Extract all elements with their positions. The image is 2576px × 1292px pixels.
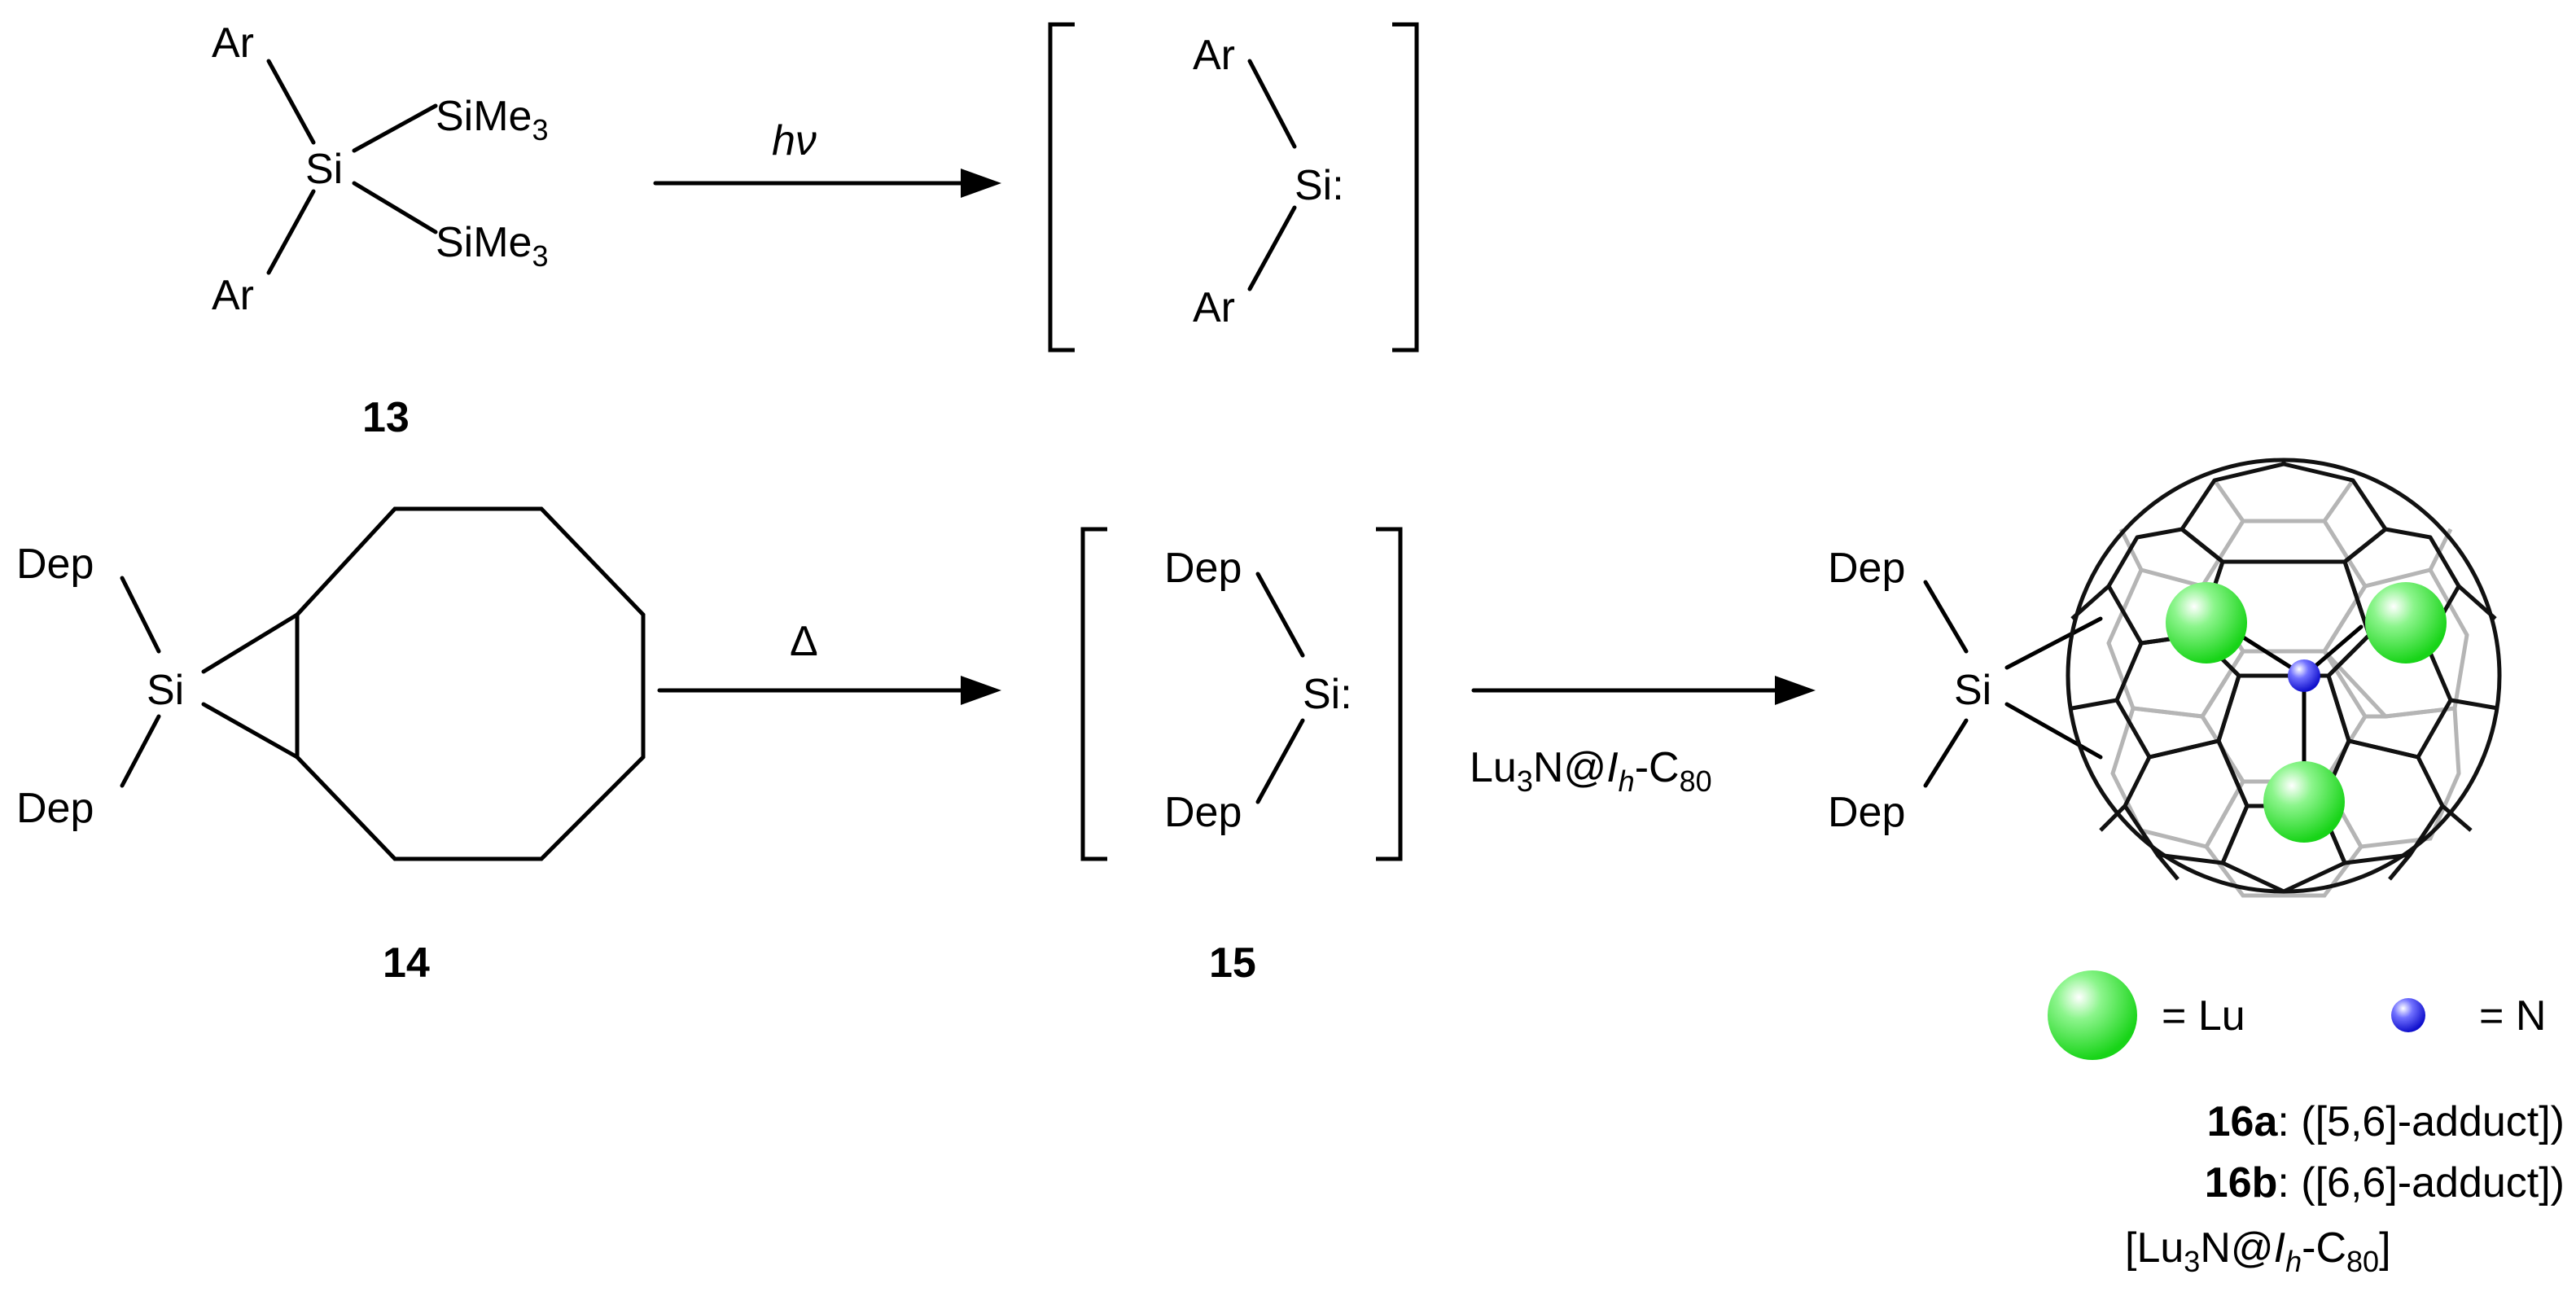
reaction-arrow-fullerene: Lu3N@Ih-C80 bbox=[1470, 676, 1816, 798]
fullerene-cage bbox=[2066, 458, 2502, 898]
n-atom bbox=[2288, 659, 2320, 692]
compound-number-14: 14 bbox=[383, 939, 430, 987]
dep-label: Dep bbox=[16, 785, 94, 832]
si-label: Si bbox=[305, 146, 343, 193]
si-label: Si: bbox=[1295, 162, 1344, 209]
reagent-label: Lu3N@Ih-C80 bbox=[1470, 744, 1712, 798]
dep-label: Dep bbox=[1828, 789, 1905, 836]
lu-atom bbox=[2365, 582, 2447, 664]
dep-label: Dep bbox=[1164, 545, 1242, 592]
lu3n-cluster bbox=[2166, 582, 2447, 843]
hv-condition: hν bbox=[772, 117, 817, 164]
reaction-arrow-heat: Δ bbox=[657, 618, 1001, 705]
ar-label: Ar bbox=[1193, 32, 1235, 79]
sime3-label: SiMe3 bbox=[436, 219, 549, 273]
reaction-arrow-hv: hν bbox=[653, 117, 1001, 198]
compound-13: Ar Ar Si SiMe3 SiMe3 13 bbox=[212, 20, 549, 441]
si-label: Si bbox=[147, 667, 184, 714]
compound-15: Dep Dep Si: 15 bbox=[1080, 527, 1403, 987]
compound-number-15: 15 bbox=[1209, 939, 1256, 987]
lu-legend-swatch bbox=[2048, 970, 2137, 1060]
product-16a-label: 16a: ([5,6]-adduct]) bbox=[2207, 1098, 2565, 1145]
product-labels: 16a: ([5,6]-adduct]) 16b: ([6,6]-adduct]… bbox=[2125, 1098, 2565, 1278]
lu-atom bbox=[2166, 582, 2247, 664]
si-label: Si bbox=[1954, 667, 1991, 714]
diaryl-silylene: Ar Ar Si: bbox=[1048, 22, 1419, 353]
dep-label: Dep bbox=[1828, 545, 1905, 592]
n-legend-label: = N bbox=[2479, 992, 2546, 1040]
compound-number-13: 13 bbox=[362, 394, 410, 441]
si-label: Si: bbox=[1303, 671, 1352, 718]
delta-condition: Δ bbox=[790, 618, 818, 665]
atom-legend: = Lu = N bbox=[2048, 970, 2546, 1060]
compound-14: Dep Dep Si 14 bbox=[16, 506, 646, 987]
product-16b-label: 16b: ([6,6]-adduct]) bbox=[2205, 1159, 2565, 1207]
dep-label: Dep bbox=[1164, 789, 1242, 836]
product-formula-label: [Lu3N@Ih-C80] bbox=[2125, 1224, 2391, 1278]
ar-label: Ar bbox=[212, 272, 254, 319]
product-16: Dep Dep Si bbox=[1828, 545, 2103, 836]
lu-legend-label: = Lu bbox=[2162, 992, 2245, 1040]
n-legend-swatch bbox=[2391, 998, 2425, 1032]
dep-label: Dep bbox=[16, 541, 94, 588]
lu-atom bbox=[2263, 761, 2345, 843]
ar-label: Ar bbox=[1193, 284, 1235, 331]
sime3-label: SiMe3 bbox=[436, 93, 549, 147]
ar-label: Ar bbox=[212, 20, 254, 67]
